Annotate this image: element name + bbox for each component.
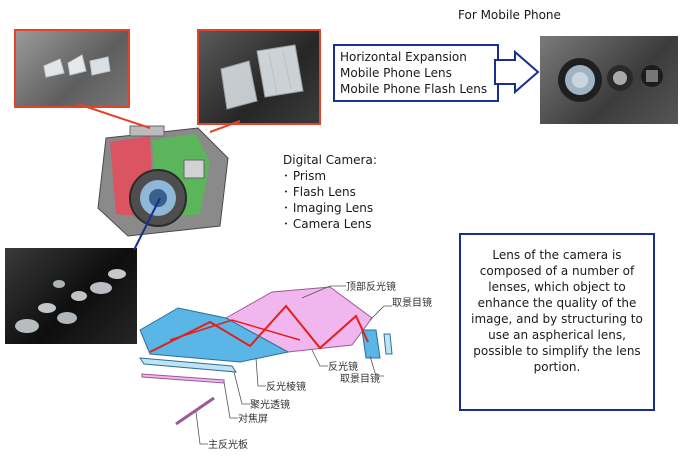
camera-feature-3: ･ Imaging Lens: [283, 200, 373, 216]
eyepiece-lens-shape: [383, 333, 393, 355]
label-condenser: 聚光透镜: [250, 398, 290, 411]
mobile-callout-line-3: Mobile Phone Flash Lens: [340, 82, 488, 96]
feature-label: Imaging Lens: [292, 201, 374, 215]
condenser-strip-shape: [141, 373, 225, 384]
camera-cutaway-illustration: [88, 118, 238, 240]
label-focusing-screen: 对焦屏: [238, 412, 268, 425]
prism-pieces-graphic: [43, 54, 111, 78]
feature-label: Prism: [292, 169, 327, 183]
label-mirror: 反光镜: [328, 360, 358, 373]
label-pentaprism: 反光棱镜: [266, 380, 306, 393]
label-main-mirror: 主反光板: [208, 438, 248, 451]
label-top-mirror: 顶部反光镜: [346, 280, 396, 293]
blue-prism-shape: [139, 307, 290, 363]
main-mirror-shape: [175, 396, 215, 426]
feature-label: Flash Lens: [292, 185, 356, 199]
label-viewfinder-lens-top: 取景目镜: [392, 296, 432, 309]
flash-lens-graphic: [220, 44, 304, 110]
bullet: ･: [283, 169, 290, 183]
mobile-callout-line-2: Mobile Phone Lens: [340, 66, 452, 80]
mobile-lens-graphic: [558, 58, 663, 102]
bullet: ･: [283, 185, 290, 199]
camera-heading: Digital Camera:: [283, 153, 377, 167]
feature-label: Camera Lens: [292, 217, 372, 231]
flash-lens-photo: [197, 29, 321, 125]
bullet: ･: [283, 217, 290, 231]
bullet: ･: [283, 201, 290, 215]
camera-feature-1: ･ Prism: [283, 168, 326, 184]
camera-feature-4: ･ Camera Lens: [283, 216, 371, 232]
lens-explanation-note: Lens of the camera is composed of a numb…: [459, 233, 655, 411]
mobile-callout: Horizontal Expansion Mobile Phone Lens M…: [333, 44, 499, 102]
focusing-screen-shape: [139, 357, 237, 373]
light-ray: [169, 319, 301, 341]
light-ray: [149, 304, 369, 353]
mobile-lens-photo: [540, 36, 678, 124]
imaging-lens-photo: [5, 248, 137, 344]
camera-graphic: [97, 125, 229, 237]
mobile-heading: For Mobile Phone: [458, 8, 561, 22]
label-viewfinder-lens: 取景目镜: [340, 372, 380, 385]
camera-feature-2: ･ Flash Lens: [283, 184, 356, 200]
lens-elements-graphic: [15, 269, 126, 333]
mobile-callout-line-1: Horizontal Expansion: [340, 50, 467, 64]
prism-photo: [14, 29, 130, 108]
